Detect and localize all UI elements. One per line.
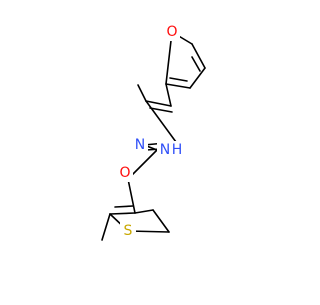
chain-bond-c-ch (145, 100, 177, 143)
furan-oxygen-bg (164, 23, 180, 41)
carbonyl-oxygen-bg (117, 164, 133, 182)
structure-svg: O O N N H S (101, 23, 206, 241)
chain-bond-furan-ch (165, 83, 172, 107)
chain-bond-ch-c (145, 100, 172, 107)
thiophene-bond-c2-s-side (152, 209, 170, 233)
furan-bond-c4-c5-double (169, 77, 188, 82)
amide-nitrogen-bg (157, 141, 184, 159)
thiophene-sulfur-bg (120, 222, 136, 240)
furan-bond-c4-c5 (165, 83, 191, 89)
amide-hydrogen-label: H (172, 142, 183, 158)
carbonyl-oxygen-label: O (119, 165, 130, 181)
amide-nitrogen-label: N (160, 142, 170, 158)
furan-bond-c3-c4 (189, 67, 206, 89)
hydrazone-nitrogen-bg (132, 136, 148, 154)
bond-carbonyl-thiophene (127, 178, 136, 214)
thiophene-bond-c3-c2 (134, 209, 154, 214)
molecule-diagram: O O N N H S (101, 23, 206, 241)
hydrazone-nitrogen-label: N (135, 137, 145, 153)
chain-bond-methyl (137, 84, 147, 102)
thiophene-sulfur-label: S (124, 223, 133, 239)
furan-bond-c2-c3 (191, 43, 206, 69)
furan-oxygen-label: O (166, 24, 177, 40)
thiophene-methyl-bond (101, 213, 111, 241)
thiophene-bond-c5-c4 (109, 212, 136, 215)
furan-bond-c2-c3-double (191, 56, 201, 72)
thiophene-bond-c5-c4-double (114, 205, 134, 208)
bonds-group (101, 31, 206, 241)
chain-bond-ch-c-double (149, 107, 173, 113)
